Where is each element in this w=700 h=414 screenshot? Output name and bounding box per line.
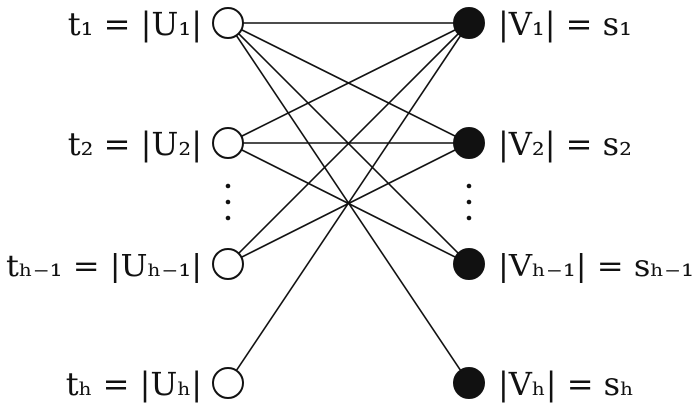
edge-layer	[227, 22, 470, 384]
right-ellipsis	[466, 183, 472, 221]
right-node-vh-1	[453, 248, 485, 280]
edge-u2-v1	[227, 22, 470, 144]
right-label-vh: |Vₕ| = sₕ	[498, 365, 634, 403]
right-label-v2: |V₂| = s₂	[498, 125, 632, 163]
left-label-uh: tₕ = |Uₕ|	[66, 365, 202, 403]
left-node-u2	[212, 127, 244, 159]
right-label-vh-1: |Vₕ₋₁| = sₕ₋₁	[498, 249, 694, 284]
edge-uh1-v1	[227, 22, 470, 265]
edge-uh-v1	[227, 22, 470, 384]
right-node-vh	[453, 367, 485, 399]
left-label-u2: t₂ = |U₂|	[68, 125, 202, 163]
left-node-uh-1	[212, 248, 244, 280]
left-ellipsis	[225, 183, 231, 221]
right-node-v2	[453, 127, 485, 159]
right-node-v1	[453, 7, 485, 39]
right-label-v1: |V₁| = s₁	[498, 5, 632, 43]
left-label-uh-1: tₕ₋₁ = |Uₕ₋₁|	[6, 249, 202, 284]
left-node-u1	[212, 7, 244, 39]
left-node-uh	[212, 367, 244, 399]
left-label-u1: t₁ = |U₁|	[68, 5, 202, 43]
